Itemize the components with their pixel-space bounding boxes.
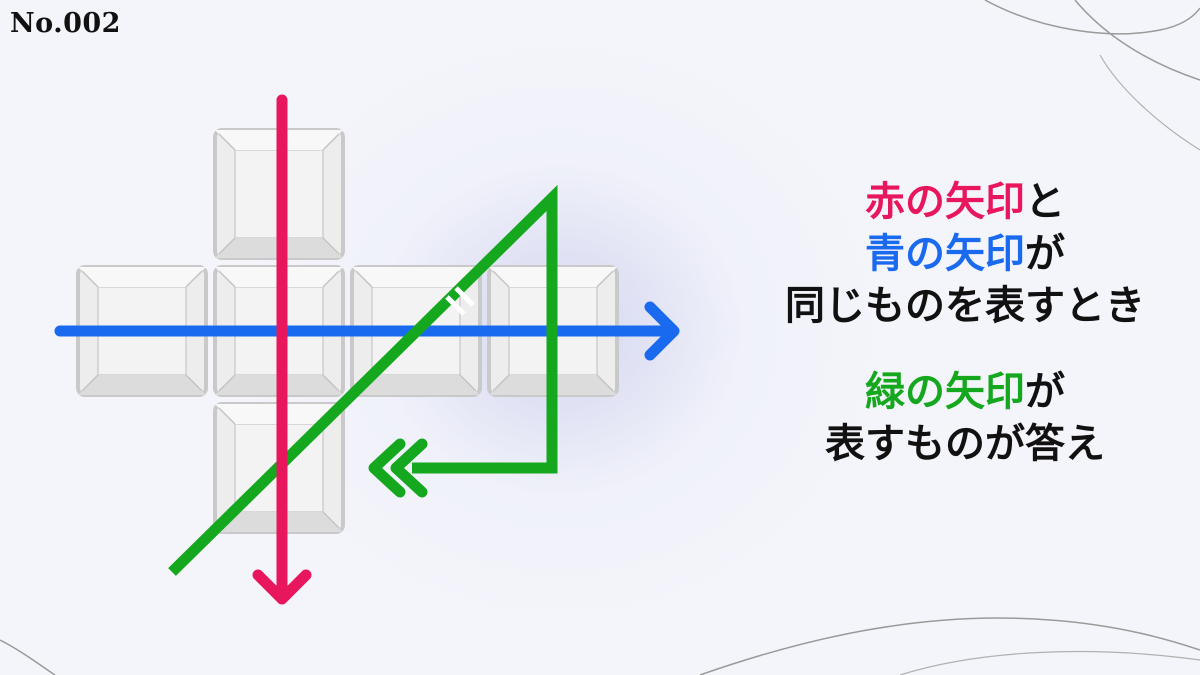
- arrow-right-icon: [644, 301, 680, 361]
- green-arrow-term: 緑の矢印: [865, 368, 1025, 415]
- rule-line-1-suffix: と: [1025, 178, 1065, 225]
- double-chevron-left-icon: [368, 438, 406, 498]
- page-number: No.002: [10, 8, 121, 39]
- rule-line-4-suffix: が: [1025, 368, 1065, 415]
- rule-line-2: 青の矢印が: [730, 228, 1200, 280]
- rule-line-3: 同じものを表すとき: [785, 282, 1145, 329]
- rule-line-2-suffix: が: [1025, 230, 1065, 277]
- blue-arrow: [54, 301, 680, 361]
- green-arrow: [168, 184, 558, 576]
- red-arrow: [252, 94, 312, 605]
- rule-answer: 緑の矢印が 表すものが答え: [730, 366, 1200, 470]
- blue-arrow-term: 青の矢印: [865, 230, 1025, 277]
- rule-condition: 赤の矢印と 青の矢印が 同じものを表すとき: [730, 176, 1200, 332]
- rule-line-5: 表すものが答え: [825, 420, 1105, 467]
- red-arrow-term: 赤の矢印: [865, 178, 1025, 225]
- rule-line-4: 緑の矢印が: [730, 366, 1200, 418]
- rule-line-1: 赤の矢印と: [730, 176, 1200, 228]
- arrow-down-icon: [252, 569, 312, 605]
